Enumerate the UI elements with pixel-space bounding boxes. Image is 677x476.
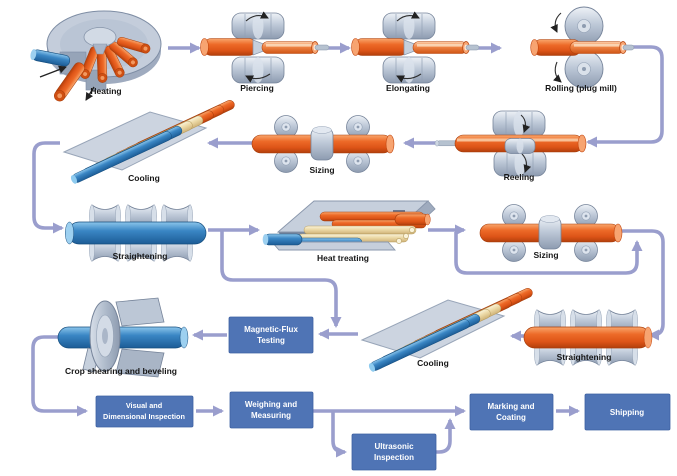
stage-heat-treating: Heat treating	[262, 200, 436, 263]
stage-label-sizing-b: Sizing	[533, 250, 558, 260]
connector-rolling-to-reeling	[586, 45, 664, 148]
stage-label-rolling: Rolling (plug mill)	[545, 83, 617, 93]
billets	[30, 36, 151, 102]
connector-ultrasonic-to-mainline	[436, 418, 456, 454]
stage-cooling-a: Cooling	[63, 98, 237, 186]
process-box-magnetic-flux-testing: Magnetic-Flux Testing	[228, 316, 314, 354]
stage-piercing: Piercing	[200, 11, 330, 93]
box-label-line2: Measuring	[251, 411, 291, 420]
stage-rolling-plug-mill: Rolling (plug mill)	[530, 6, 635, 93]
box-label-line1: Visual and	[126, 401, 162, 410]
stage-heating: Heating	[30, 10, 162, 102]
stage-label-cooling-b: Cooling	[417, 358, 449, 368]
box	[584, 393, 671, 431]
connector-bypass-to-testing	[220, 230, 342, 328]
box-label-line1: Marking and	[487, 402, 534, 411]
stage-reeling: Reeling	[434, 110, 587, 182]
furnace-hub	[83, 27, 117, 47]
stage-label-heating: Heating	[90, 86, 121, 96]
box	[95, 395, 194, 428]
box	[469, 393, 554, 431]
process-box-shipping: Shipping	[584, 393, 671, 431]
stage-label-crop-shearing: Crop shearing and beveling	[65, 366, 177, 376]
process-box-marking-coating: Marking and Coating	[469, 393, 554, 431]
box-label-line2: Testing	[257, 336, 285, 345]
stage-cooling-b: Cooling	[361, 286, 535, 374]
exiting-billet	[54, 62, 85, 102]
box-label-line2: Dimensional Inspection	[103, 412, 185, 421]
connectors	[31, 42, 665, 458]
process-box-weighing-measuring: Weighing and Measuring	[229, 391, 314, 429]
stage-label-straightening-a: Straightening	[113, 251, 168, 261]
box-label-line2: Inspection	[374, 453, 414, 462]
stage-straightening-a: Straightening	[65, 204, 207, 262]
stage-label-heat-treating: Heat treating	[317, 253, 369, 263]
process-box-visual-inspection: Visual and Dimensional Inspection	[95, 395, 194, 428]
output-arrow	[85, 86, 95, 101]
stage-label-straightening-b: Straightening	[557, 352, 612, 362]
box-label: Shipping	[610, 408, 644, 417]
input-arrow	[39, 65, 67, 78]
entering-billet	[30, 49, 71, 67]
stage-sizing-b: Sizing	[480, 205, 622, 262]
box-label-line1: Ultrasonic	[374, 442, 414, 451]
stage-crop-shearing: Crop shearing and beveling	[57, 297, 189, 378]
stage-label-cooling-a: Cooling	[128, 173, 160, 183]
stage-label-sizing-a: Sizing	[309, 165, 334, 175]
stage-label-piercing: Piercing	[240, 83, 274, 93]
connector-branch-to-ultrasonic	[331, 411, 347, 458]
stage-label-elongating: Elongating	[386, 83, 430, 93]
entering-pipe	[262, 233, 303, 246]
connector-bypass-around-sizing	[454, 232, 643, 275]
process-box-ultrasonic-inspection: Ultrasonic Inspection	[351, 433, 437, 471]
box-label-line1: Weighing and	[245, 400, 297, 409]
connector-cooling-to-straightening	[32, 141, 64, 234]
exiting-pipe	[394, 213, 431, 226]
stage-elongating: Elongating	[351, 11, 480, 93]
stage-sizing-a: Sizing	[252, 116, 394, 175]
box-label-line1: Magnetic-Flux	[244, 325, 298, 334]
connector-sizing-to-straightening2	[622, 229, 665, 341]
box	[351, 433, 437, 471]
box	[228, 316, 314, 354]
box-label-line2: Coating	[496, 413, 526, 422]
box	[229, 391, 314, 429]
stage-straightening-b: Straightening	[523, 309, 653, 366]
connector-crop-shearing-to-visual	[31, 335, 88, 417]
stage-label-reeling: Reeling	[504, 172, 535, 182]
